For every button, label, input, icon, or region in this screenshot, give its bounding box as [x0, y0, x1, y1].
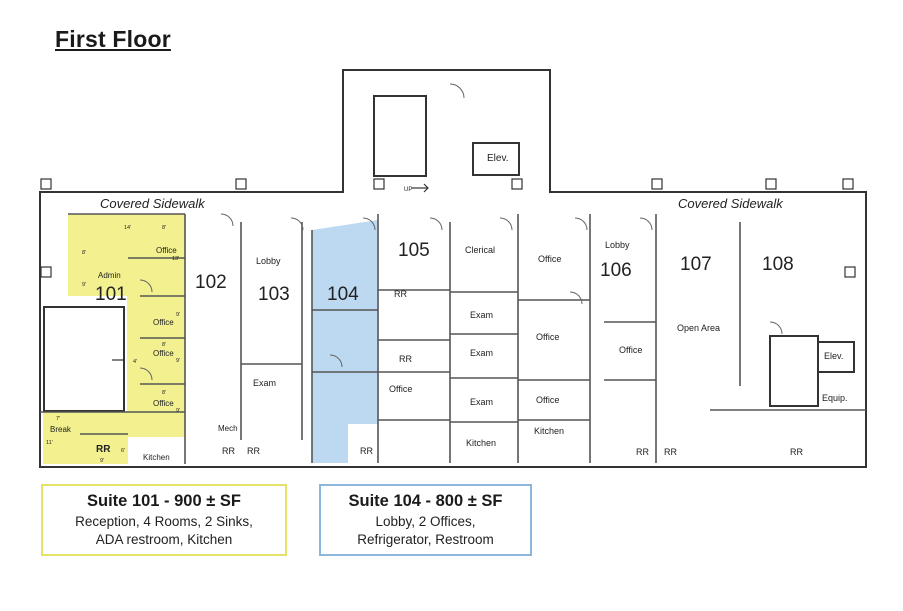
room-label: Office: [153, 318, 174, 327]
room-label: Office: [156, 246, 177, 255]
stair-top: [373, 95, 427, 177]
room-label: RR: [394, 289, 407, 299]
room-label: Lobby: [256, 256, 281, 266]
room-label: Open Area: [677, 323, 720, 333]
room-label: RR: [399, 354, 412, 364]
room-label: Office: [153, 349, 174, 358]
room-label: RR: [636, 447, 649, 457]
legend-line: Lobby, 2 Offices,: [375, 514, 476, 529]
room-label: Office: [536, 332, 559, 342]
legend-title: Suite 104 - 800 ± SF: [348, 492, 503, 510]
room-label: RR: [222, 446, 235, 456]
room-label: Break: [50, 425, 72, 434]
dimension-label: 8': [162, 225, 166, 231]
dimension-label: 9': [82, 282, 86, 288]
room-label: RR: [790, 447, 803, 457]
sidewalk-label: Covered Sidewalk: [678, 196, 784, 211]
dimension-label: 9': [176, 408, 180, 414]
suite-number: 105: [398, 240, 430, 261]
dimension-label: 9': [176, 312, 180, 318]
room-label: RR: [664, 447, 677, 457]
room-label: RR: [247, 446, 260, 456]
room-label: Elev.: [824, 351, 843, 361]
dimension-label: 8': [82, 250, 86, 256]
room-label: Exam: [470, 397, 493, 407]
room-label: Lobby: [605, 240, 630, 250]
room-label: Office: [153, 399, 174, 408]
room-label: Office: [538, 254, 561, 264]
room-label: Clerical: [465, 245, 495, 255]
room-label: Kitchen: [466, 438, 496, 448]
room-label: Elev.: [487, 153, 509, 164]
suite-104-highlight: [312, 220, 378, 463]
dimension-label: 8': [162, 342, 166, 348]
suite-104-legend: Suite 104 - 800 ± SF Lobby, 2 Offices, R…: [319, 484, 532, 556]
room-label: RR: [360, 446, 373, 456]
room-label: Admin: [98, 271, 121, 280]
legend-line: ADA restroom, Kitchen: [95, 532, 233, 547]
elevator-right: [817, 341, 855, 373]
suite-number: 106: [600, 260, 632, 281]
room-label: Exam: [253, 378, 276, 388]
dimension-label: 14': [124, 225, 131, 231]
dimension-label: 6': [121, 448, 125, 454]
dimension-label: 11': [46, 440, 53, 446]
dimension-label: 9': [176, 358, 180, 364]
room-label: RR: [96, 444, 111, 455]
suite-number: 107: [680, 254, 712, 275]
stair-right: [769, 335, 819, 407]
room-label: Office: [619, 345, 642, 355]
legend-title: Suite 101 - 900 ± SF: [87, 492, 241, 510]
exterior-wall: [39, 69, 867, 468]
suite-number: 102: [195, 272, 227, 293]
legend-line: Reception, 4 Rooms, 2 Sinks,: [75, 514, 253, 529]
stair-left: [43, 306, 125, 412]
room-label: UP: [404, 187, 412, 193]
room-label: Kitchen: [143, 453, 170, 462]
room-label: Office: [389, 384, 412, 394]
dimension-label: 7': [56, 416, 60, 422]
page-title: First Floor: [55, 26, 171, 52]
room-label: Exam: [470, 310, 493, 320]
dimension-label: 4': [133, 359, 137, 365]
dimension-label: 13': [172, 256, 179, 262]
suite-101-highlight: [43, 214, 185, 464]
room-label: Office: [536, 395, 559, 405]
elevator-top: [472, 142, 520, 176]
legend-line: Refrigerator, Restroom: [357, 532, 494, 547]
suite-number: 103: [258, 284, 290, 305]
room-label: Exam: [470, 348, 493, 358]
suite-number: 101: [95, 284, 127, 305]
suite-101-legend: Suite 101 - 900 ± SF Reception, 4 Rooms,…: [41, 484, 287, 556]
dimension-label: 8': [162, 390, 166, 396]
suite-number: 104: [327, 284, 359, 305]
suite-number: 108: [762, 254, 794, 275]
room-label: Equip.: [822, 393, 848, 403]
dimension-label: 9': [100, 458, 104, 464]
sidewalk-label: Covered Sidewalk: [100, 196, 206, 211]
room-label: Kitchen: [534, 426, 564, 436]
room-label: Mech: [218, 424, 238, 433]
